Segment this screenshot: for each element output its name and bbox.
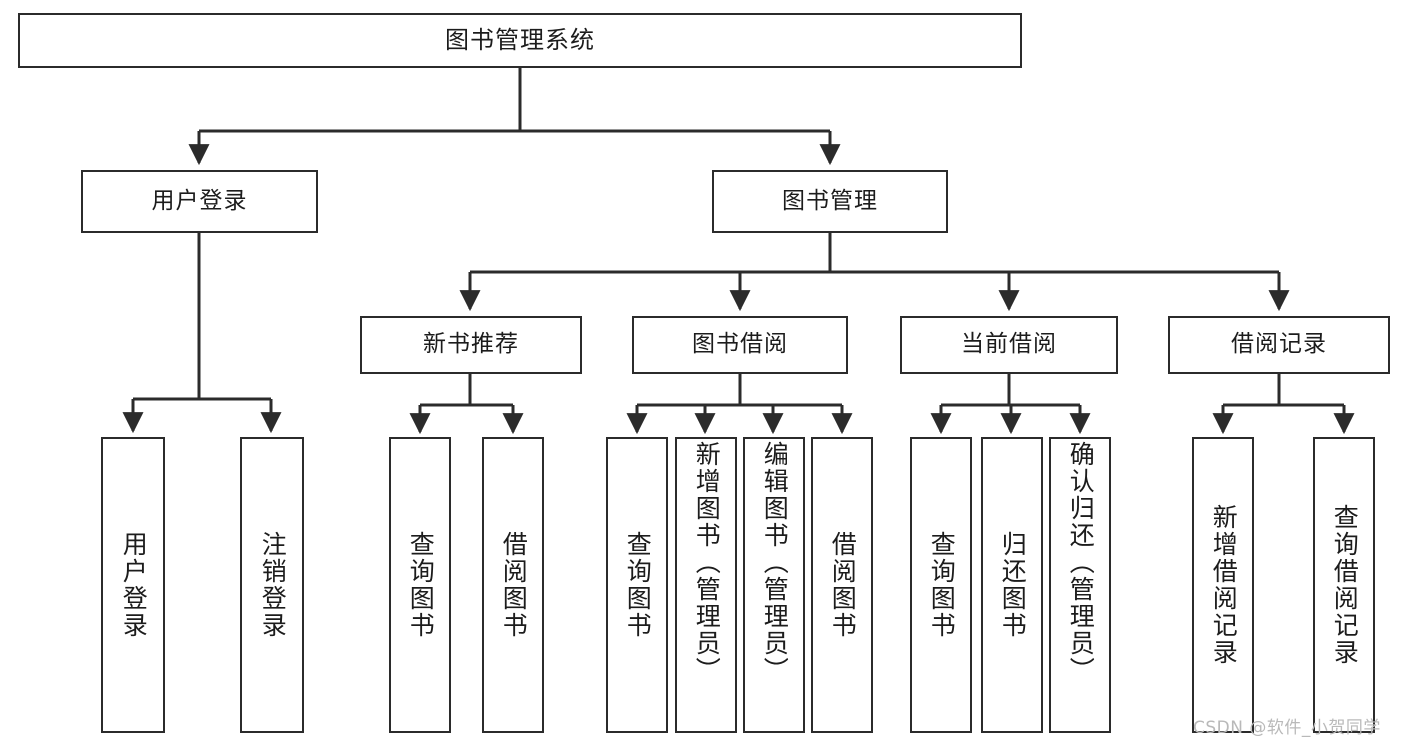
leaf-query-borrow-record[interactable]: 查询借阅记录 (1313, 437, 1375, 733)
leaf-user-logout[interactable]: 注销登录 (240, 437, 304, 733)
leaf-label: 查询图书 (406, 531, 436, 639)
leaf-label: 新增图书（管理员） (692, 441, 722, 684)
leaf-query-book-new[interactable]: 查询图书 (389, 437, 451, 733)
leaf-label: 查询图书 (623, 531, 653, 639)
leaf-borrow-book-new[interactable]: 借阅图书 (482, 437, 544, 733)
node-new-book-recommend[interactable]: 新书推荐 (360, 316, 582, 374)
leaf-label: 归还图书 (998, 531, 1028, 639)
leaf-label: 借阅图书 (828, 531, 858, 639)
node-label: 图书管理系统 (445, 26, 595, 55)
leaf-label: 借阅图书 (499, 531, 529, 639)
leaf-query-book-borrow[interactable]: 查询图书 (606, 437, 668, 733)
leaf-label: 注销登录 (258, 531, 288, 639)
node-label: 借阅记录 (1231, 331, 1327, 358)
leaf-label: 确认归还（管理员） (1066, 441, 1096, 684)
leaf-confirm-return-admin[interactable]: 确认归还（管理员） (1049, 437, 1111, 733)
node-label: 图书管理 (782, 187, 878, 214)
watermark: CSDN @软件_小贺同学 (1193, 718, 1381, 738)
leaf-borrow-book[interactable]: 借阅图书 (811, 437, 873, 733)
leaf-label: 查询借阅记录 (1330, 504, 1360, 666)
node-book-borrow[interactable]: 图书借阅 (632, 316, 848, 374)
leaf-label: 编辑图书（管理员） (760, 441, 790, 684)
leaf-label: 查询图书 (927, 531, 957, 639)
leaf-add-borrow-record[interactable]: 新增借阅记录 (1192, 437, 1254, 733)
leaf-user-login[interactable]: 用户登录 (101, 437, 165, 733)
leaf-query-book-current[interactable]: 查询图书 (910, 437, 972, 733)
node-current-borrow[interactable]: 当前借阅 (900, 316, 1118, 374)
leaf-add-book-admin[interactable]: 新增图书（管理员） (675, 437, 737, 733)
leaf-return-book[interactable]: 归还图书 (981, 437, 1043, 733)
node-label: 图书借阅 (692, 331, 788, 358)
node-root-library-system[interactable]: 图书管理系统 (18, 13, 1022, 68)
node-user-login[interactable]: 用户登录 (81, 170, 318, 233)
leaf-label: 用户登录 (119, 531, 149, 639)
node-label: 用户登录 (151, 187, 248, 214)
node-label: 当前借阅 (961, 331, 1057, 358)
leaf-label: 新增借阅记录 (1209, 504, 1239, 666)
node-book-management[interactable]: 图书管理 (712, 170, 948, 233)
leaf-edit-book-admin[interactable]: 编辑图书（管理员） (743, 437, 805, 733)
node-borrow-record[interactable]: 借阅记录 (1168, 316, 1390, 374)
node-label: 新书推荐 (423, 331, 519, 358)
